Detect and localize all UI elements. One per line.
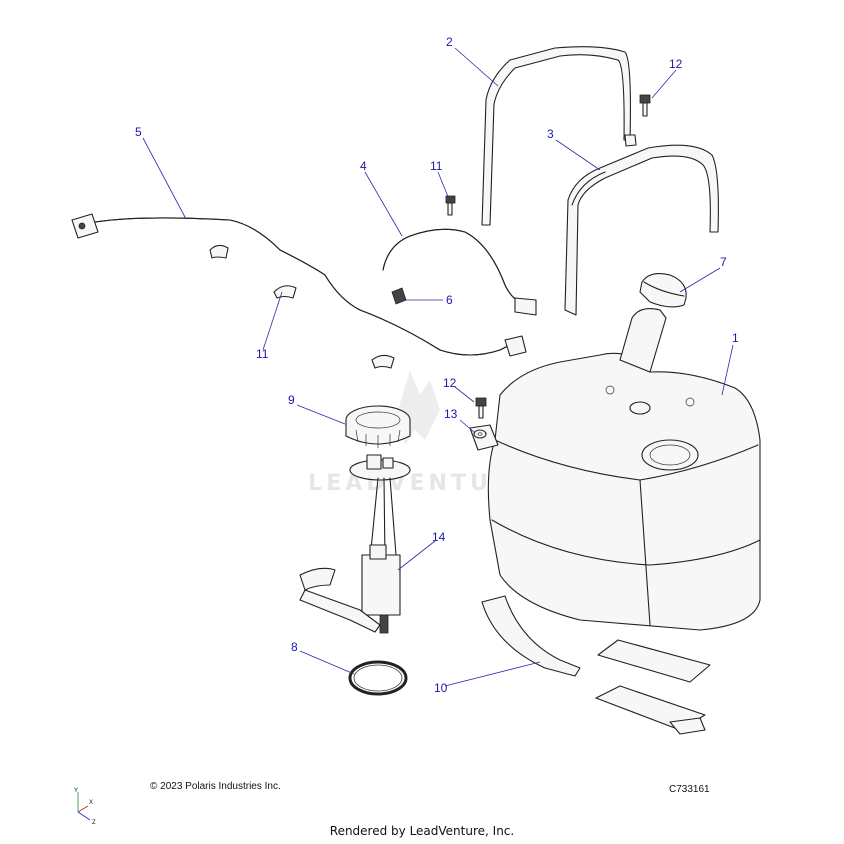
callout-11-lower[interactable]: 11 (256, 347, 269, 361)
part-7-fuel-cap[interactable] (639, 273, 687, 308)
part-11-bolt-upper[interactable] (445, 195, 456, 216)
callout-10[interactable]: 10 (434, 681, 448, 695)
part-8-seal-ring[interactable] (348, 660, 408, 696)
copyright-text: © 2023 Polaris Industries Inc. (150, 781, 281, 792)
callouts: 1 2 3 4 5 6 7 8 9 10 11 11 12 12 13 14 (135, 35, 739, 695)
drawing-code: C733161 (669, 784, 710, 795)
part-11-clip-left[interactable] (209, 244, 229, 259)
part-6-clip[interactable] (391, 287, 407, 305)
leader-lines (142, 47, 734, 687)
callout-1[interactable]: 1 (732, 331, 739, 345)
part-2-strap[interactable] (481, 46, 637, 226)
part-14-fuel-pump[interactable] (299, 454, 411, 634)
callout-14[interactable]: 14 (432, 530, 446, 544)
part-4-vent-line[interactable] (382, 228, 537, 316)
callout-4[interactable]: 4 (360, 159, 367, 173)
part-clip-bottom[interactable] (371, 354, 395, 369)
part-9-lock-ring[interactable] (345, 405, 411, 448)
part-11-clip-lower[interactable] (273, 285, 297, 299)
callout-12-lower[interactable]: 12 (443, 376, 457, 390)
axis-y-label: Y (74, 788, 78, 794)
callout-11-upper[interactable]: 11 (430, 159, 443, 173)
part-5-fuel-line[interactable] (71, 213, 527, 357)
axis-triad-icon: Y X Z (74, 788, 96, 826)
rendered-by-text: Rendered by LeadVenture, Inc. (329, 824, 515, 838)
axis-x-label: X (89, 800, 93, 806)
callout-9[interactable]: 9 (288, 393, 295, 407)
part-10-pads[interactable] (481, 595, 711, 735)
callout-6[interactable]: 6 (446, 293, 453, 307)
part-13-washer[interactable] (473, 429, 487, 439)
part-12-bolt-upper[interactable] (639, 94, 651, 117)
part-3-strap[interactable] (564, 144, 719, 316)
callout-13[interactable]: 13 (444, 407, 458, 421)
part-1-fuel-tank[interactable] (469, 308, 761, 631)
callout-5[interactable]: 5 (135, 125, 142, 139)
callout-2[interactable]: 2 (446, 35, 453, 49)
callout-8[interactable]: 8 (291, 640, 298, 654)
callout-7[interactable]: 7 (720, 255, 727, 269)
callout-3[interactable]: 3 (547, 127, 554, 141)
axis-z-label: Z (92, 820, 96, 826)
callout-12-upper[interactable]: 12 (669, 57, 683, 71)
part-12-bolt-lower[interactable] (475, 397, 487, 419)
